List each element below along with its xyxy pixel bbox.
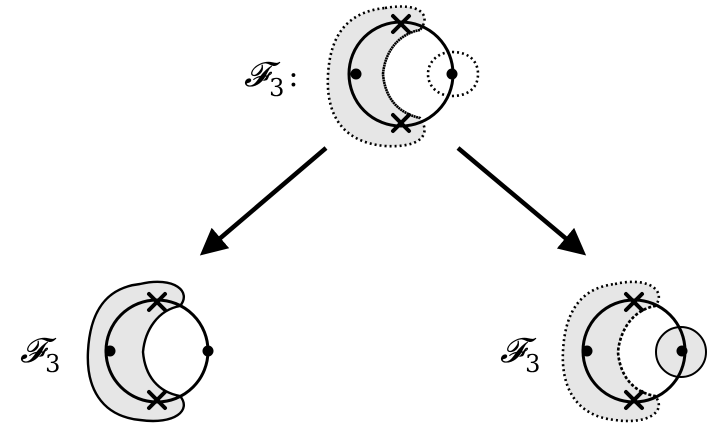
right-cross-upper xyxy=(624,292,644,312)
top-cross-upper xyxy=(391,14,411,34)
left-cross-upper xyxy=(147,292,167,312)
left-dot-left xyxy=(104,345,116,357)
top-dot-left xyxy=(350,68,362,80)
left-dot-right xyxy=(202,345,214,357)
arrow-to-left xyxy=(199,146,328,256)
left-figure xyxy=(86,280,214,423)
left-cross-lower xyxy=(147,390,167,410)
right-dot-left xyxy=(581,345,593,357)
top-dot-right xyxy=(446,68,458,80)
top-cross-lower xyxy=(391,113,411,133)
left-label: 𝓕3 xyxy=(20,331,60,378)
top-figure xyxy=(326,5,480,148)
top-inner-dotted-arc xyxy=(381,28,421,120)
right-figure xyxy=(561,280,707,423)
top-small-dotted-circle xyxy=(426,50,480,98)
top-label: 𝓕3: xyxy=(244,55,298,102)
top-shaded-region xyxy=(326,5,426,148)
right-label: 𝓕3 xyxy=(500,331,540,378)
right-dot-right xyxy=(676,345,688,357)
arrow-to-right xyxy=(456,146,587,256)
right-cross-lower xyxy=(624,390,644,410)
